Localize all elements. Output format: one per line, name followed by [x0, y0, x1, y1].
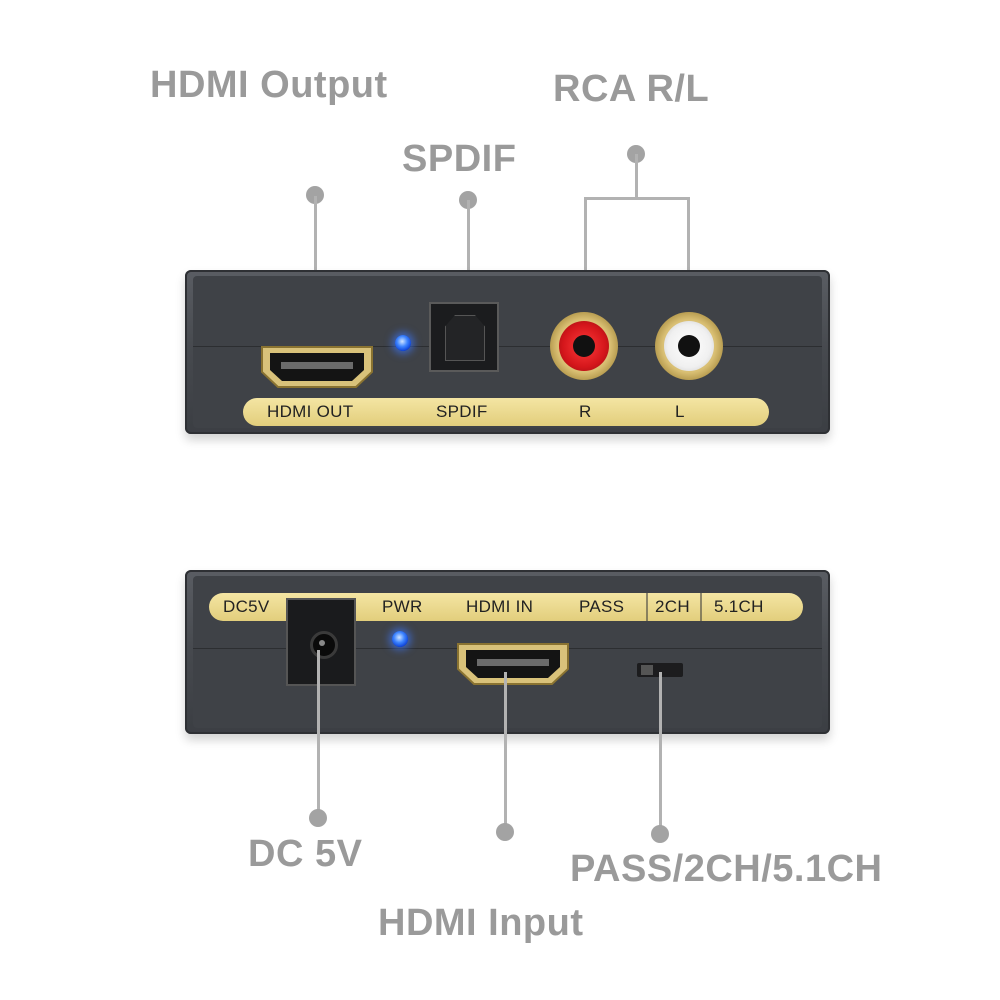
- label-2ch: 2CH: [655, 597, 690, 616]
- hdmi-output-port[interactable]: [259, 344, 375, 390]
- spdif-optical-port[interactable]: [429, 302, 499, 372]
- rca-right-hole: [573, 335, 595, 357]
- label-l: L: [675, 402, 685, 421]
- label-r: R: [579, 402, 592, 421]
- rca-left-jack[interactable]: [655, 312, 723, 380]
- label-pass: PASS: [579, 597, 625, 616]
- hdmi-output-callout: HDMI Output: [150, 64, 388, 106]
- dc-power-jack[interactable]: [286, 598, 356, 686]
- dc5v-leader-line: [317, 650, 320, 816]
- label-hdmi-out: HDMI OUT: [267, 402, 354, 421]
- rca-right-leader: [584, 197, 587, 309]
- spdif-port-cover: [445, 315, 485, 361]
- front-label-strip: HDMI OUT SPDIF R L: [243, 398, 769, 426]
- rca-callout: RCA R/L: [553, 68, 710, 110]
- back-panel: DC5V PWR HDMI IN PASS 2CH 5.1CH: [185, 570, 830, 734]
- hdmi-input-pointer-dot: [496, 823, 514, 841]
- hdmi-input-callout: HDMI Input: [378, 902, 584, 944]
- back-panel-face: DC5V PWR HDMI IN PASS 2CH 5.1CH: [193, 576, 822, 728]
- rca-leader-bar: [584, 197, 690, 200]
- spdif-leader-line: [467, 200, 470, 308]
- mode-switch-callout: PASS/2CH/5.1CH: [570, 848, 883, 890]
- label-separator: [700, 593, 702, 621]
- front-panel-groove: [193, 346, 822, 347]
- dc5v-callout: DC 5V: [248, 833, 363, 875]
- rca-left-hole: [678, 335, 700, 357]
- mode-slide-switch[interactable]: [637, 663, 683, 677]
- front-panel-face: HDMI OUT SPDIF R L: [193, 276, 822, 428]
- output-led-indicator: [395, 335, 411, 351]
- rca-left-leader: [687, 197, 690, 309]
- label-dc5v: DC5V: [223, 597, 270, 616]
- power-led-indicator: [392, 631, 408, 647]
- rca-right-jack[interactable]: [550, 312, 618, 380]
- label-separator: [646, 593, 648, 621]
- label-spdif: SPDIF: [436, 402, 488, 421]
- label-hdmi-in: HDMI IN: [466, 597, 534, 616]
- mode-switch-leader-line: [659, 672, 662, 830]
- rca-leader-stem: [635, 154, 638, 199]
- hdmi-output-pointer-dot: [306, 186, 324, 204]
- front-panel: HDMI OUT SPDIF R L: [185, 270, 830, 434]
- mode-switch-knob[interactable]: [641, 665, 653, 675]
- mode-switch-pointer-dot: [651, 825, 669, 843]
- hdmi-input-port[interactable]: [455, 641, 571, 687]
- dc-jack-pin: [319, 640, 325, 646]
- label-pwr: PWR: [382, 597, 423, 616]
- dc5v-pointer-dot: [309, 809, 327, 827]
- label-5-1ch: 5.1CH: [714, 597, 764, 616]
- hdmi-input-leader-line: [504, 672, 507, 830]
- spdif-callout: SPDIF: [402, 138, 517, 180]
